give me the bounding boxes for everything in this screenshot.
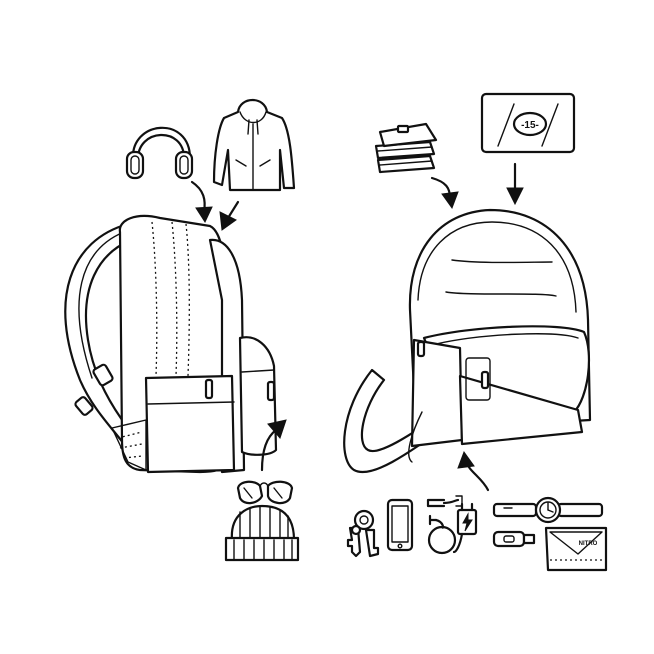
charger-icon — [426, 495, 478, 555]
headphones-icon — [125, 126, 194, 180]
keys-icon — [346, 509, 380, 558]
laptop-icon: -15- — [480, 92, 576, 154]
smartphone-icon — [386, 498, 414, 552]
arrow-sunglasses-to-backpack — [260, 419, 287, 472]
wallet-icon: NITRO — [544, 526, 608, 572]
hoodie-icon — [212, 98, 296, 192]
beanie-icon — [224, 504, 300, 562]
arrow-books-to-backpack — [430, 176, 459, 210]
arrow-laptop-to-backpack — [506, 162, 524, 206]
watch-icon — [492, 496, 604, 524]
laptop-size-label: -15- — [521, 120, 539, 131]
backpack-open-view — [343, 208, 592, 474]
arrow-accessories-to-backpack — [457, 450, 490, 492]
arrow-hoodie-to-backpack — [219, 200, 240, 231]
wallet-brand-label: NITRO — [579, 541, 598, 547]
usb-stick-icon — [492, 530, 536, 548]
sunglasses-icon — [236, 480, 294, 505]
books-icon — [374, 122, 438, 174]
backpack-side-view — [64, 214, 278, 474]
arrow-headphones-to-backpack — [190, 180, 213, 224]
